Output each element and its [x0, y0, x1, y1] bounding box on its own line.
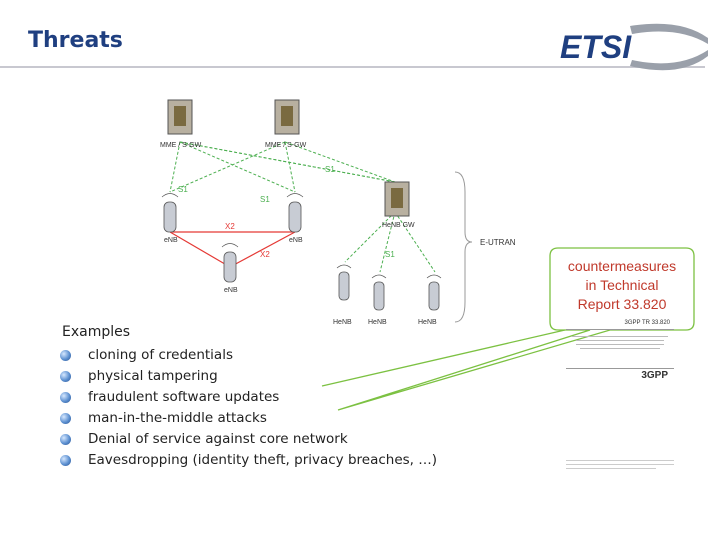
examples-heading: Examples — [62, 324, 131, 340]
x2-label: X2 — [260, 250, 270, 259]
list-item: Denial of service against core network — [60, 429, 437, 450]
list-item: cloning of credentials — [60, 345, 437, 366]
logo-swoosh-bottom — [630, 50, 708, 71]
antenna-enb3 — [223, 251, 237, 283]
antenna-henb2 — [373, 281, 385, 311]
technical-report-thumbnail: 3GPP TR 33.820 3GPP — [566, 320, 674, 470]
node-label-enb2: eNB — [289, 237, 303, 244]
s1-label: S1 — [260, 195, 270, 204]
logo-swoosh-top — [630, 23, 708, 44]
s1-links — [169, 141, 436, 273]
node-label-henb2: HeNB — [368, 319, 387, 326]
node-label-enb1: eNB — [164, 237, 178, 244]
node-label-henb3: HeNB — [418, 319, 437, 326]
bullet-icon — [60, 350, 71, 361]
s1-label: S1 — [178, 185, 188, 194]
bullet-icon — [60, 371, 71, 382]
slide-title: Threats — [28, 28, 123, 53]
list-item: Eavesdropping (identity theft, privacy b… — [60, 450, 437, 471]
network-diagram: S1 S1 S1 S1 X2 X2 MME / S-GW MME / S-GW … — [160, 99, 516, 326]
header-divider — [0, 66, 705, 68]
bullet-icon — [60, 455, 71, 466]
bullet-icon — [60, 392, 71, 403]
bullet-icon — [60, 434, 71, 445]
report-3gpp-logo: 3GPP — [641, 370, 668, 381]
report-header: 3GPP TR 33.820 — [624, 320, 670, 326]
examples-list: cloning of credentials physical tamperin… — [60, 345, 437, 471]
server-henb-gw — [384, 181, 410, 217]
antenna-henb1 — [338, 271, 350, 301]
s1-label: S1 — [385, 250, 395, 259]
node-label-enb3: eNB — [224, 287, 238, 294]
list-item: man-in-the-middle attacks — [60, 408, 437, 429]
antenna-enb1 — [163, 201, 177, 233]
eutran-label: E-UTRAN — [480, 238, 516, 247]
bullet-icon — [60, 413, 71, 424]
antenna-henb3 — [428, 281, 440, 311]
logo-text: ETSI — [560, 29, 632, 65]
eutran-brace — [454, 171, 473, 323]
x2-label: X2 — [225, 222, 235, 231]
s1-label: S1 — [325, 165, 335, 174]
callout-text: countermeasures in Technical Report 33.8… — [567, 258, 677, 312]
node-label-mme1: MME / S-GW — [160, 142, 202, 149]
list-item: fraudulent software updates — [60, 387, 437, 408]
antenna-enb2 — [288, 201, 302, 233]
node-label-henb1: HeNB — [333, 319, 352, 326]
node-label-mme2: MME / S-GW — [265, 142, 307, 149]
server-mme2 — [274, 99, 300, 135]
server-mme1 — [167, 99, 193, 135]
list-item: physical tampering — [60, 366, 437, 387]
node-label-henb-gw: HeNB GW — [382, 222, 415, 229]
x2-links — [169, 231, 296, 268]
etsi-logo: ETSI — [560, 23, 708, 71]
